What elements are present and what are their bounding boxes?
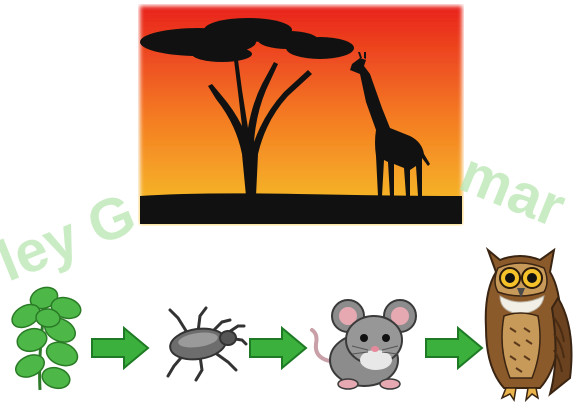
beetle-icon bbox=[148, 300, 248, 382]
ground bbox=[140, 193, 462, 224]
leaves-icon bbox=[0, 280, 100, 395]
savanna-sunset-scene bbox=[138, 4, 464, 226]
owl-icon bbox=[470, 238, 576, 403]
mouse-icon bbox=[308, 294, 428, 394]
right-arrow-icon bbox=[248, 325, 310, 371]
watermark-left: ley G bbox=[0, 181, 144, 294]
right-arrow-icon bbox=[90, 325, 152, 371]
watermark-right: mar bbox=[451, 140, 574, 240]
